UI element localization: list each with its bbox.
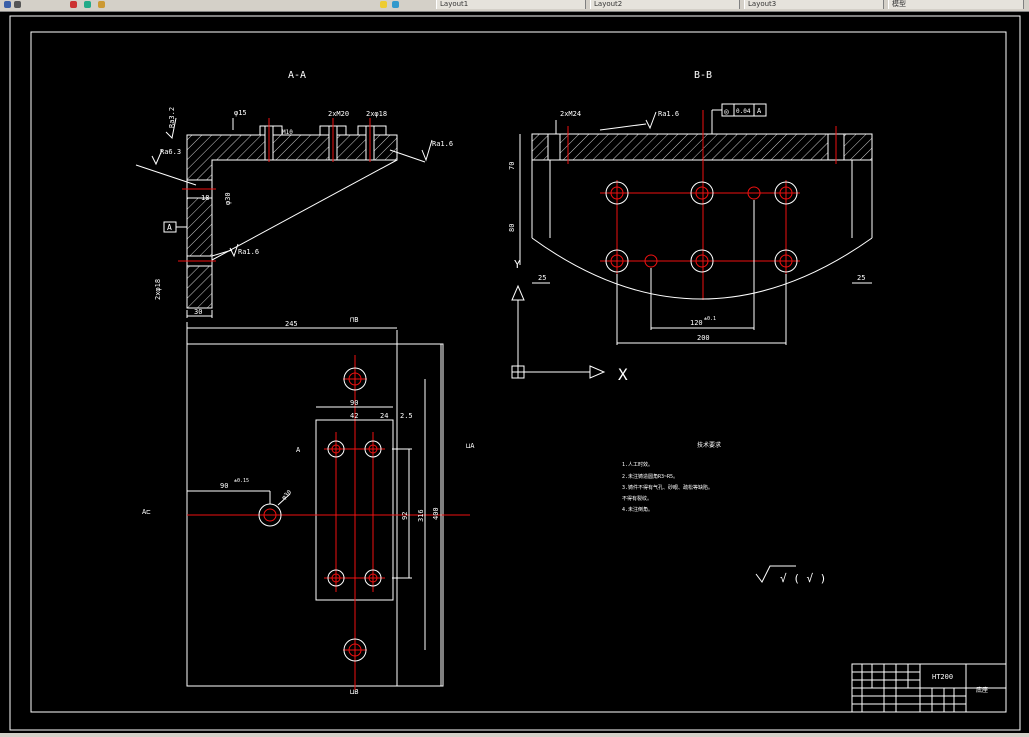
dim-phi-hole: φ30 <box>280 489 293 502</box>
cad-toolbar: Layout1 Layout2 Layout3 模型 <box>0 0 1029 12</box>
properties-icon[interactable] <box>392 1 399 8</box>
dim-92: 92 <box>401 512 409 520</box>
tol-symbol: ◎ <box>724 107 729 116</box>
technical-requirements: 技术要求 1.人工时效。 2.未注铸造圆角R3~R5。 3.铸件不得有气孔、砂眼… <box>622 441 721 513</box>
save-icon[interactable] <box>4 1 11 8</box>
section-aa-label: A-A <box>288 70 306 81</box>
title-block: HT200 底座 <box>851 663 1007 713</box>
datum-a: A <box>167 223 172 232</box>
view-mark-bottom: ⊔B <box>350 688 358 696</box>
axis-x-label: X <box>618 365 628 384</box>
dim-m10: M10 <box>282 129 293 136</box>
rough-ra63: Ra6.3 <box>160 148 181 156</box>
dim-2xphi18: 2xφ18 <box>366 110 387 118</box>
dim-phi-side: 2xφ18 <box>154 279 162 300</box>
dim-25-right: 25 <box>857 274 865 282</box>
tech-line-3: 3.铸件不得有气孔、砂眼、疏松等缺陷。 <box>622 484 713 491</box>
inner-frame <box>30 31 1007 713</box>
surface-note-text: √ ( √ ) <box>780 572 826 585</box>
pan-icon[interactable] <box>98 1 105 8</box>
dim-30: 30 <box>194 308 202 316</box>
dim-25-left: 25 <box>538 274 546 282</box>
surface-finish-note: √ ( √ ) <box>755 565 826 585</box>
dim-phi15: φ15 <box>234 109 247 117</box>
dim-2xm24: 2xM24 <box>560 110 581 118</box>
layout-tab-1[interactable]: Layout1 <box>436 0 586 9</box>
layer-icon[interactable] <box>380 1 387 8</box>
tech-line-5: 4.未注倒角。 <box>622 506 653 513</box>
layout-tab-4[interactable]: 模型 <box>888 0 1024 9</box>
title-name: 底座 <box>976 686 988 694</box>
layout-tab-3[interactable]: Layout3 <box>744 0 884 9</box>
ucs-icon: X Y <box>511 258 628 384</box>
cursor-icon[interactable] <box>70 1 77 8</box>
dim-24: 24 <box>380 412 388 420</box>
dim-316: 316 <box>417 509 425 522</box>
outer-frame <box>9 15 1021 731</box>
dim-400: 400 <box>432 507 440 520</box>
dim-120-tol: ±0.1 <box>704 316 716 322</box>
view-mark-left: A⊏ <box>142 508 150 516</box>
rough-ra16-a: Ra1.6 <box>432 140 453 148</box>
dim-90-tol: 90 <box>220 482 228 490</box>
dim-42: 42 <box>350 412 358 420</box>
dim-245: 245 <box>285 320 298 328</box>
dim-200: 200 <box>697 334 710 342</box>
dim-2xm20: 2xM20 <box>328 110 349 118</box>
axis-y-label: Y <box>514 258 521 271</box>
tech-line-2: 2.未注铸造圆角R3~R5。 <box>622 473 678 480</box>
status-bar <box>0 733 1029 737</box>
dim-90-tol-val: ±0.15 <box>234 478 249 484</box>
dim-18: 18 <box>201 194 209 202</box>
tech-line-4: 不得有裂纹。 <box>622 495 652 502</box>
print-icon[interactable] <box>14 1 21 8</box>
section-bb-view: 70 80 25 25 120 ±0.1 200 2xM24 Ra1.6 ◎ 0… <box>508 103 873 345</box>
dim-80: 80 <box>508 224 516 232</box>
dim-70: 70 <box>508 162 516 170</box>
rough-ra16-c: Ra1.6 <box>658 110 679 118</box>
tech-line-1: 1.人工时效。 <box>622 461 653 468</box>
rough-ra32: Ra3.2 <box>168 107 176 128</box>
dim-90: 90 <box>350 399 358 407</box>
layout-tab-2[interactable]: Layout2 <box>590 0 740 9</box>
rough-ra16-b: Ra1.6 <box>238 248 259 256</box>
front-view: 245 ⊓B ⊔B ⊔A A⊏ A 90 42 24 2.5 90 ±0.15 <box>142 316 475 696</box>
dim-2-5: 2.5 <box>400 412 413 420</box>
zoom-icon[interactable] <box>84 1 91 8</box>
section-aa-view: 30 φ15 2xM20 2xφ18 M10 18 φ30 2xφ18 Ra6.… <box>135 107 453 318</box>
dim-120: 120 <box>690 319 703 327</box>
view-mark-right: ⊔A <box>466 442 475 450</box>
title-material: HT200 <box>932 673 953 681</box>
view-mark-a: A <box>296 446 301 454</box>
section-bb-label: B-B <box>694 70 712 81</box>
dim-phi30: φ30 <box>224 192 232 205</box>
view-mark-top: ⊓B <box>350 316 358 324</box>
drawing-canvas[interactable]: A-A 30 φ15 2xM20 2xφ18 M10 18 φ30 2 <box>0 12 1029 733</box>
tech-title: 技术要求 <box>697 441 721 449</box>
tol-value: 0.04 <box>736 108 751 115</box>
tol-datum: A <box>757 107 762 115</box>
